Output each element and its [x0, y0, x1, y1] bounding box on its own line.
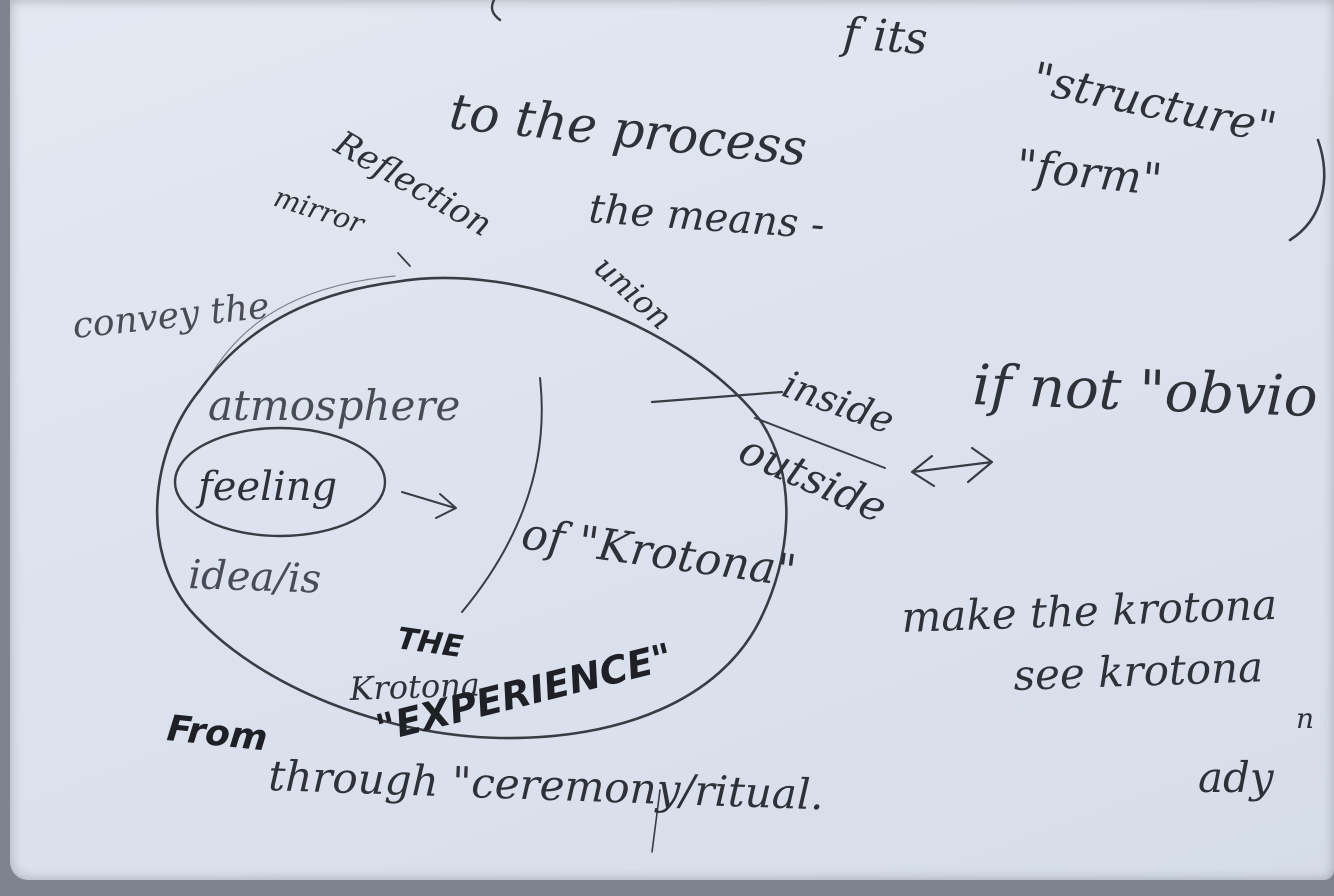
opening-paren [490, 0, 502, 22]
note-see-krotona: see krotona [1013, 642, 1264, 700]
note-fragment-ady: ady [1198, 753, 1275, 802]
note-mirror: mirror [270, 180, 370, 240]
feeling-oval [173, 426, 387, 538]
note-structure: "structure" [1028, 53, 1281, 154]
closing-paren [1288, 138, 1326, 242]
dividing-curve [461, 377, 543, 613]
cross-line [650, 390, 784, 404]
note-fragment-n: n [1296, 702, 1314, 735]
note-idea-is: idea/is [188, 552, 322, 603]
note-the-means: the means - [587, 186, 826, 248]
note-convey-the: convey the [71, 286, 272, 347]
arrow-right [401, 491, 457, 519]
note-krotona: Krotona [348, 665, 481, 708]
note-if-not-obvious: if not "obvio [972, 353, 1319, 430]
note-top-fragment: f its [838, 8, 929, 65]
note-inside: inside [777, 362, 900, 443]
inside-outside-divider [754, 417, 886, 469]
note-from: From [165, 708, 269, 759]
slash-stroke [651, 789, 661, 853]
note-make-the-krotona: make the krotona [901, 580, 1278, 642]
paper-sheet [10, 0, 1334, 880]
mirror-tick [397, 252, 411, 267]
note-atmosphere: atmosphere [208, 381, 460, 430]
note-feeling: feeling [195, 464, 337, 510]
main-circle [155, 276, 788, 740]
inner-arc [204, 275, 396, 386]
note-through-ceremony: through "ceremony/ritual. [268, 751, 825, 819]
note-of-krotona: of "Krotona" [518, 508, 799, 597]
note-form: "form" [1014, 140, 1165, 206]
note-the: THE [395, 621, 466, 665]
note-to-the-process: to the process [447, 82, 810, 177]
double-arrow [910, 446, 994, 488]
